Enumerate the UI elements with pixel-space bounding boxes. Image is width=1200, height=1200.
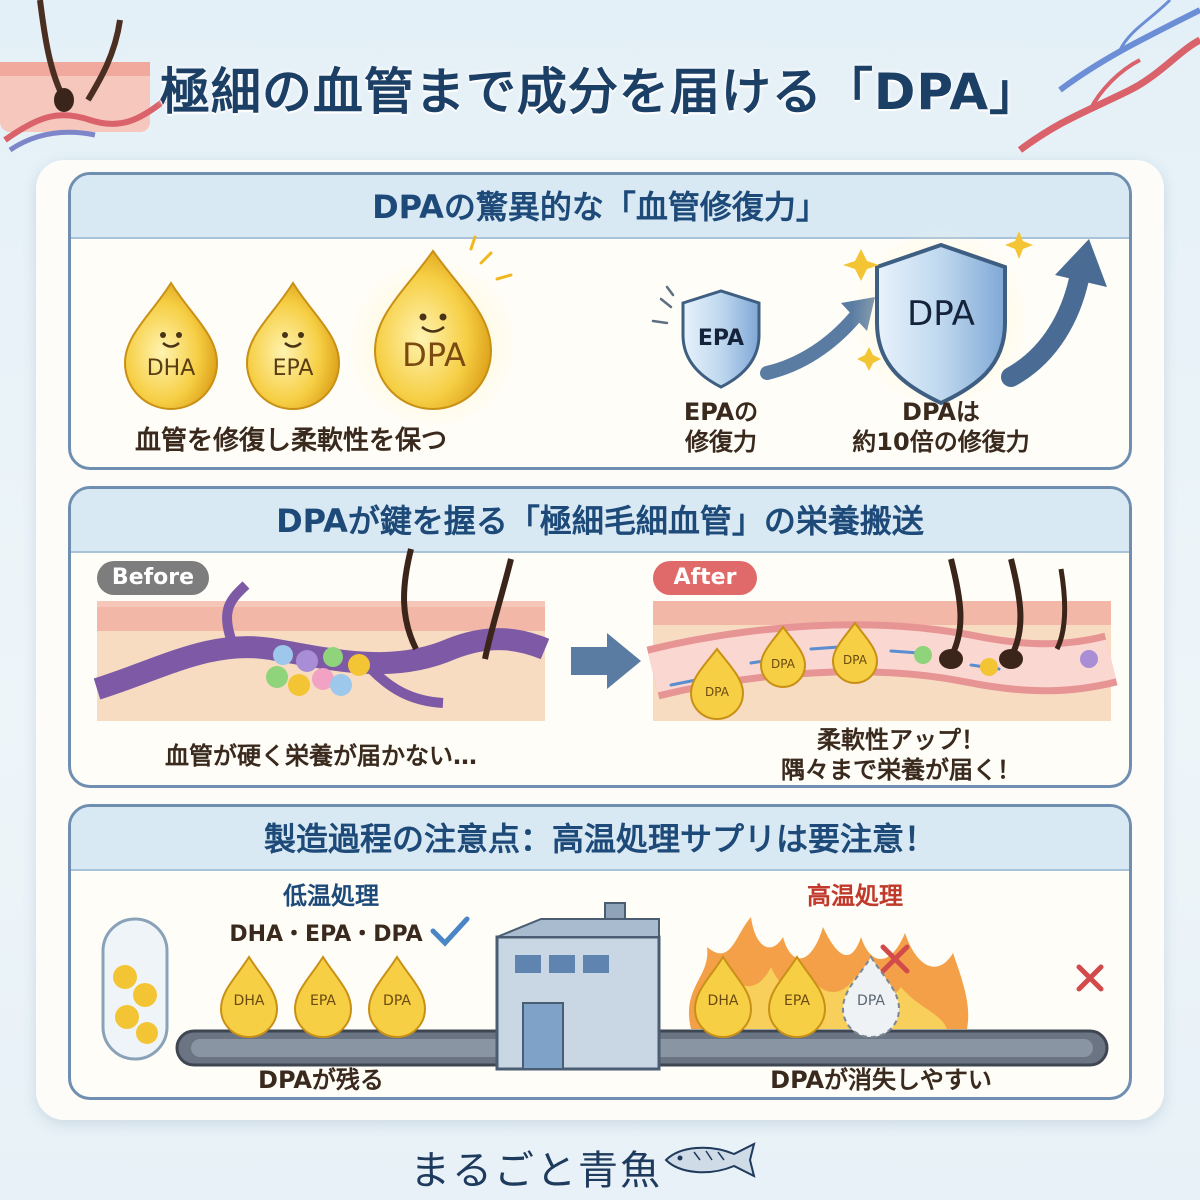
section-manufacturing-heading: 製造過程の注意点：高温処理サプリは要注意！ [71,807,1129,871]
vessel-illustration-top-right [1017,0,1200,153]
high-temp-caption: DPAが消失しやすい [770,1066,992,1094]
section-capillary-transport: DPAが鍵を握る「極細毛細血管」の栄養搬送 [68,486,1132,788]
manufacturing-illustration [101,902,1109,1071]
after-label: After [673,565,737,590]
before-vessel-illustration [93,548,550,721]
low-drop-label-1: DHA [233,993,265,1009]
low-temp-list: DHA・EPA・DPA [229,922,423,947]
after-tag [653,561,757,595]
epa-drop-icon [245,281,341,410]
high-drop-label-1: DHA [707,993,739,1009]
low-temp-caption: DPAが残る [258,1066,384,1094]
page-title: 極細の血管まで成分を届ける「DPA」 [159,63,1041,121]
arrow-right-icon [571,633,641,689]
skin-illustration-top-left [0,0,167,153]
capsule-icon [101,917,169,1061]
high-temp-label: 高温処理 [807,882,903,910]
after-vessel-illustration [646,558,1118,721]
after-drop-label-1: DPA [705,685,729,699]
dpa-shield-icon [843,229,1033,409]
shield-label-dpa: DPA [907,294,975,334]
dha-drop-icon [123,281,219,410]
brand-name: まるごと青魚 [410,1148,662,1194]
low-drop-label-2: EPA [310,993,336,1009]
dpa-caption: DPAは 約10倍の修復力 [852,398,1030,456]
high-temp-drops [693,955,901,1038]
after-drop-label-2: DPA [771,657,795,671]
factory-icon [495,902,661,1071]
low-temp-drops [219,955,427,1038]
section-repair-power: DPAの驚異的な「血管修復力」 [68,172,1132,470]
large-arrow-up-icon [1001,239,1107,387]
drop-label-dpa: DPA [402,336,466,374]
low-drop-label-3: DPA [383,993,411,1009]
section-capillary-heading: DPAが鍵を握る「極細毛細血管」の栄養搬送 [71,489,1129,553]
dpa-drop-icon [347,235,519,431]
drop-label-dha: DHA [146,356,196,381]
section-manufacturing: 製造過程の注意点：高温処理サプリは要注意！ [68,804,1132,1100]
cross-icon [880,944,910,974]
before-caption: 血管が硬く栄養が届かない… [165,742,477,770]
repair-power-illustration [123,229,1107,431]
before-tag [97,561,209,595]
before-label: Before [111,565,195,590]
epa-shield-icon [651,285,761,389]
capillary-illustration [93,548,1118,721]
section-repair-power-heading: DPAの驚異的な「血管修復力」 [71,175,1129,239]
after-caption: 柔軟性アップ！ 隅々まで栄養が届く！ [781,726,1021,784]
cross-icon-right [1076,964,1104,992]
fish-icon [664,1142,756,1178]
check-icon [430,916,470,947]
high-drop-label-3: DPA [857,993,885,1009]
high-drop-label-2: EPA [784,993,810,1009]
drops-caption: 血管を修復し柔軟性を保つ [134,426,447,456]
drop-label-epa: EPA [272,356,314,381]
epa-caption: EPAの 修復力 [683,398,759,456]
after-drop-label-3: DPA [843,653,867,667]
shield-label-epa: EPA [697,326,745,351]
low-temp-label: 低温処理 [283,882,379,910]
